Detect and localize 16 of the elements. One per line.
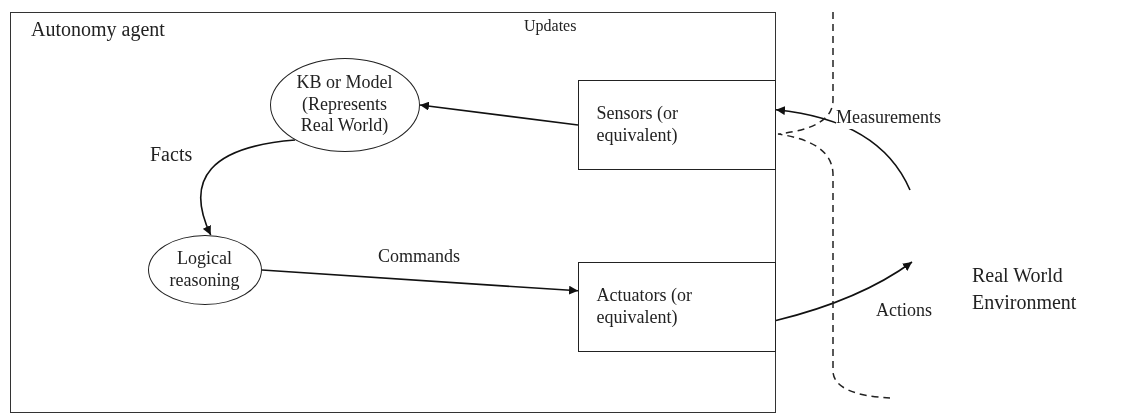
edge-label: Measurements xyxy=(836,107,941,129)
flow-label: Updates xyxy=(524,16,577,36)
node-text: Logical reasoning xyxy=(168,247,241,292)
component-box xyxy=(577,261,776,352)
arrow xyxy=(199,139,296,236)
arrow xyxy=(775,106,911,191)
environment-label: Real World Environment xyxy=(972,263,1078,315)
node-text: Actuators (or equivalent) xyxy=(596,284,693,329)
node-text: KB or Model (Represents Real World) xyxy=(295,72,394,137)
node-text: Sensors (or equivalent) xyxy=(596,102,679,147)
arrow xyxy=(419,101,579,126)
component-box xyxy=(577,79,776,170)
arrow xyxy=(261,269,579,295)
arrow xyxy=(775,261,913,322)
agent-frame xyxy=(10,12,776,413)
frame-title: Autonomy agent xyxy=(31,17,165,41)
